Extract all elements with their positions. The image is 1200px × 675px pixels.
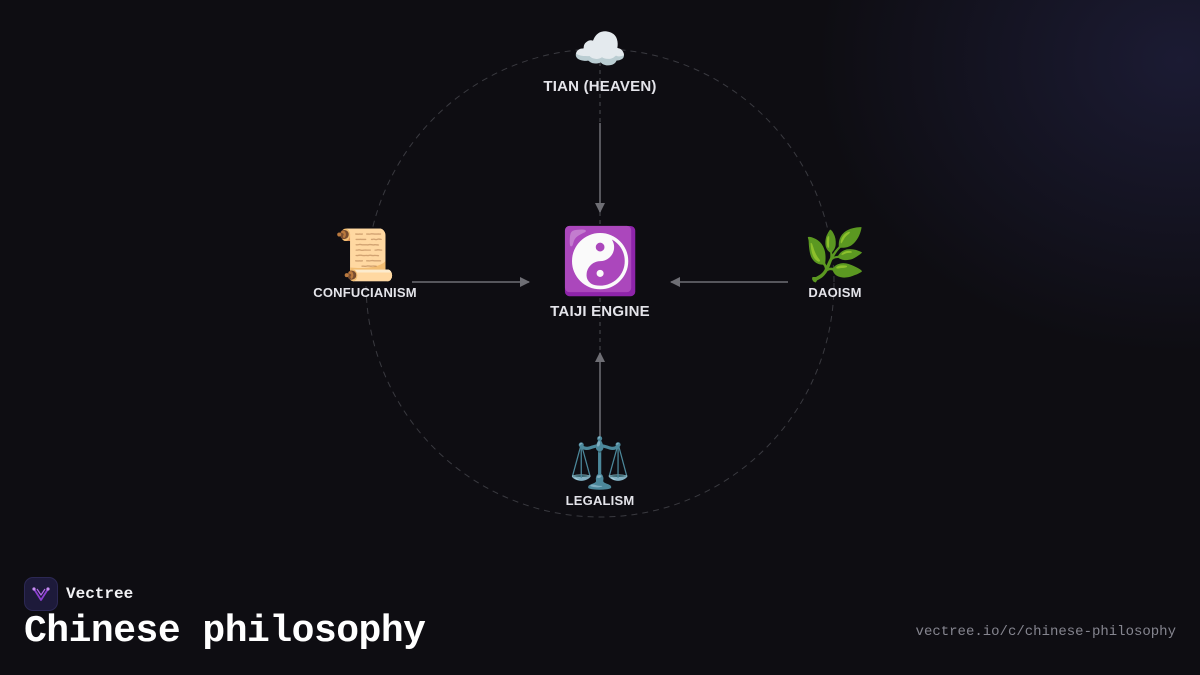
node-tian-label: TIAN (HEAVEN): [543, 78, 657, 95]
node-confucianism: 📜 CONFUCIANISM: [313, 230, 417, 300]
node-daoism: 🌿 DAOISM: [804, 230, 866, 300]
node-legalism: ⚖️ LEGALISM: [566, 438, 635, 508]
node-tian: ☁️ TIAN (HEAVEN): [543, 24, 657, 96]
node-legalism-label: LEGALISM: [565, 493, 635, 508]
herb-icon: 🌿: [803, 226, 867, 284]
yin-yang-icon: ☯️: [560, 225, 640, 299]
page-url[interactable]: vectree.io/c/chinese-philosophy: [915, 624, 1176, 640]
node-confucianism-label: CONFUCIANISM: [313, 285, 417, 300]
vectree-logo-icon: [24, 577, 58, 611]
node-taiji-engine-label: TAIJI ENGINE: [550, 303, 650, 320]
page-title: Chinese philosophy: [24, 610, 426, 653]
brand[interactable]: Vectree: [24, 577, 133, 611]
scroll-icon: 📜: [333, 226, 397, 284]
node-daoism-label: DAOISM: [808, 285, 862, 300]
brand-name: Vectree: [66, 585, 134, 603]
scales-icon: ⚖️: [568, 434, 632, 492]
cloud-icon: ☁️: [572, 24, 628, 75]
node-taiji-engine: ☯️ TAIJI ENGINE: [550, 230, 650, 320]
orbit-ring: [365, 48, 835, 518]
